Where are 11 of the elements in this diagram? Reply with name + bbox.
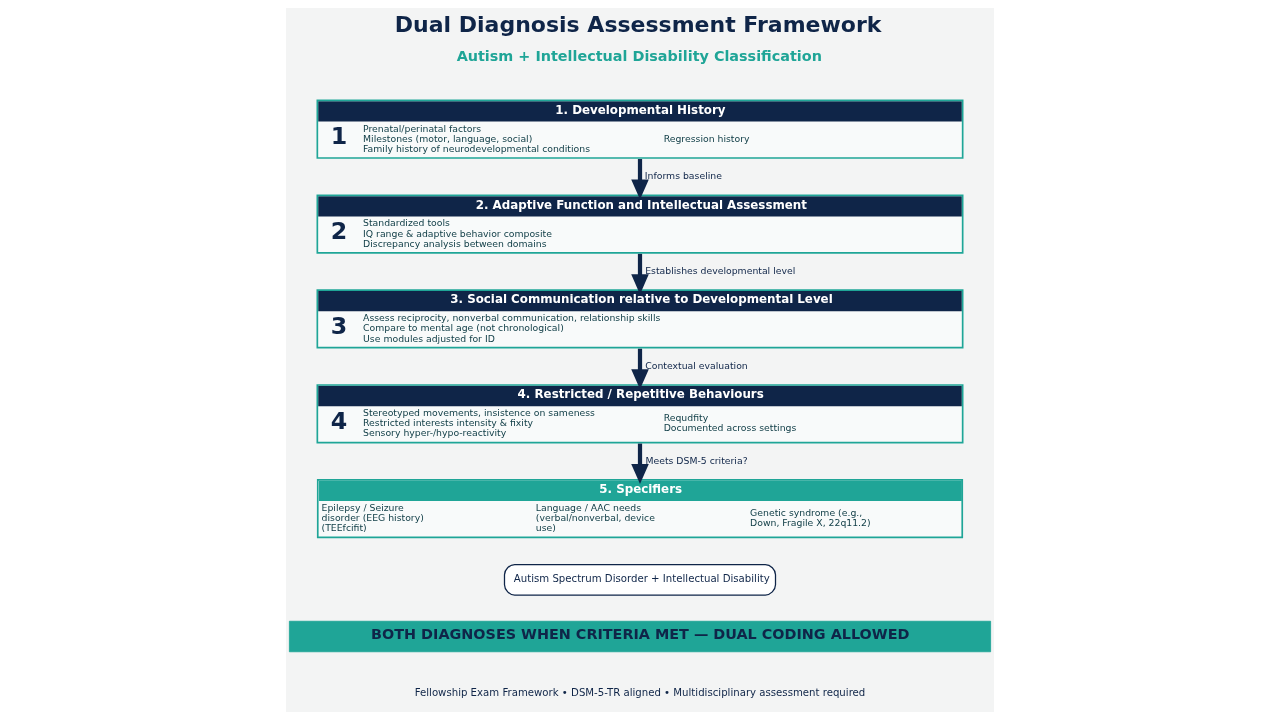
diagram-title: Dual Diagnosis Assessment Framework	[394, 11, 882, 37]
edge-label: Contextual evaluation	[645, 359, 748, 371]
label: Fellowship Exam Framework • DSM-5-TR aligned • Multidisciplinary assessment required	[414, 686, 866, 698]
edge-label: Meets DSM-5 criteria?	[645, 454, 748, 466]
edge-label: Informs baseline	[644, 170, 722, 182]
node-box: BOTH DIAGNOSES WHEN CRITERIA MET — DUAL CODING ALLOWED	[288, 620, 992, 653]
edge-label: Establishes developmental level	[645, 264, 796, 276]
node-box: Autism Spectrum Disorder + Intellectual Disability	[503, 563, 777, 596]
label: Autism + Intellectual Disability Classification	[456, 47, 822, 64]
arrow	[631, 443, 649, 485]
arrow	[631, 159, 649, 200]
